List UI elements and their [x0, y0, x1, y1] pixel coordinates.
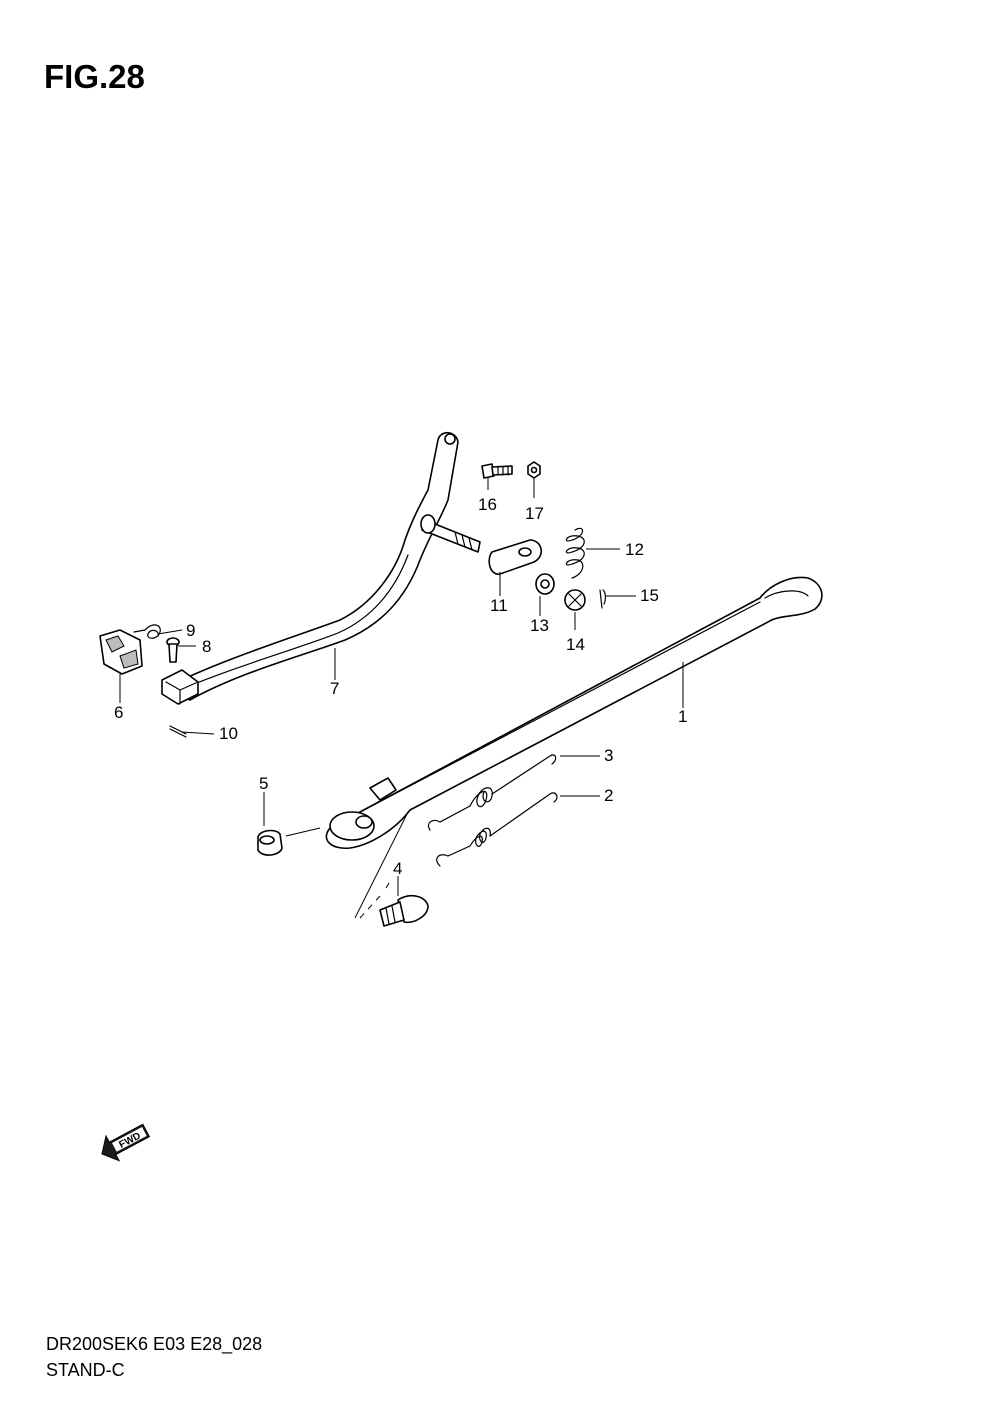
fwd-label: FWD	[117, 1131, 142, 1151]
callout-16: 16	[478, 495, 497, 514]
bolt-part-16	[481, 463, 513, 479]
callout-12: 12	[625, 540, 644, 559]
side-stand-bar	[325, 576, 823, 850]
bolt-part-4	[379, 894, 429, 927]
figure-title: FIG.28	[44, 58, 145, 95]
pin-part-10	[169, 725, 187, 738]
callout-5: 5	[259, 774, 268, 793]
callout-17: 17	[525, 504, 544, 523]
callout-4: 4	[393, 859, 402, 878]
pin-part-15	[599, 589, 606, 609]
callout-14: 14	[566, 635, 585, 654]
spring-part-3	[428, 754, 557, 831]
washer-part-13	[535, 573, 555, 595]
spring-part-2	[436, 792, 558, 867]
footer-model-code: DR200SEK6 E03 E28_028	[46, 1334, 263, 1354]
callout-7: 7	[330, 679, 339, 698]
forward-arrow-icon: FWD	[101, 1123, 151, 1162]
callout-6: 6	[114, 703, 123, 722]
pivot-shaft	[420, 514, 481, 553]
stand-lever	[161, 431, 459, 705]
bracket-part-6	[99, 629, 143, 675]
callout-13: 13	[530, 616, 549, 635]
callout-9: 9	[186, 621, 195, 640]
callout-8: 8	[202, 637, 211, 656]
bushing-part-5	[257, 829, 283, 856]
callout-15: 15	[640, 586, 659, 605]
callout-11: 11	[490, 596, 508, 615]
callout-10: 10	[219, 724, 238, 743]
callout-1: 1	[678, 707, 687, 726]
callout-2: 2	[604, 786, 613, 805]
footer-section-name: STAND-C	[46, 1360, 125, 1380]
nut-part-17	[527, 461, 541, 479]
nut-part-14	[564, 589, 586, 611]
bolt-part-8	[166, 637, 180, 663]
spring-part-9	[133, 624, 161, 639]
plate-part-11	[488, 539, 542, 575]
callout-3: 3	[604, 746, 613, 765]
spring-part-12	[565, 527, 585, 579]
